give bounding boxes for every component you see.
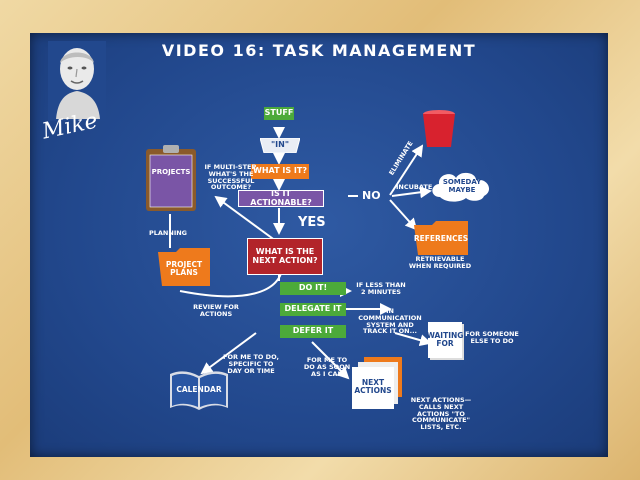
delegate-it-box: DELEGATE IT bbox=[280, 303, 346, 316]
note-planning: PLANNING bbox=[149, 229, 188, 237]
next-action-box: WHAT IS THE NEXT ACTION? bbox=[247, 238, 323, 275]
note-for-me-soon: FOR ME TO DO AS SOON AS I CAN bbox=[303, 356, 351, 378]
project-plans-label: PROJECT PLANS bbox=[165, 259, 203, 277]
projects-label: PROJECTS bbox=[151, 168, 191, 177]
someday-maybe-label: SOMEDAY MAYBE bbox=[442, 178, 482, 194]
is-it-actionable-box: IS IT ACTIONABLE? bbox=[238, 189, 324, 207]
note-incubate: INCUBATE bbox=[396, 183, 433, 191]
note-communication: IN COMMUNICATION SYSTEM AND TRACK IT ON.… bbox=[358, 307, 422, 336]
calendar-label: CALENDAR bbox=[176, 384, 222, 394]
note-for-someone: FOR SOMEONE ELSE TO DO bbox=[465, 330, 519, 345]
defer-it-box: DEFER IT bbox=[280, 325, 346, 338]
references-label: REFERENCES bbox=[413, 233, 469, 243]
note-retrievable: RETRIEVABLE WHEN REQUIRED bbox=[408, 255, 472, 270]
yes-label: YES bbox=[298, 215, 326, 230]
calendar-book: CALENDAR bbox=[168, 370, 230, 412]
do-it-box: DO IT! bbox=[280, 282, 346, 295]
in-label: "IN" bbox=[270, 140, 289, 150]
next-actions-label: NEXT ACTIONS bbox=[354, 377, 392, 395]
no-label: NO bbox=[362, 189, 381, 202]
note-less-than: IF LESS THAN 2 MINUTES bbox=[356, 281, 406, 296]
next-actions-stack: NEXT ACTIONS bbox=[352, 357, 404, 409]
note-for-me-specific: FOR ME TO DO, SPECIFIC TO DAY OR TIME bbox=[223, 353, 279, 375]
note-multi-step: IF MULTI-STEP, WHAT'S THE SUCCESSFUL OUT… bbox=[204, 163, 258, 192]
chalkboard: VIDEO 16: TASK MANAGEMENT bbox=[30, 33, 608, 457]
what-is-it-box: WHAT IS IT? bbox=[251, 164, 309, 179]
projects-clipboard: PROJECTS bbox=[146, 145, 196, 211]
note-review: REVIEW FOR ACTIONS bbox=[193, 303, 239, 318]
stuff-box: STUFF bbox=[264, 107, 294, 120]
waiting-for-sheet: WAITING FOR bbox=[426, 322, 464, 358]
presenter-photo bbox=[48, 41, 106, 121]
note-next-actions-calls: NEXT ACTIONS—CALLS NEXT ACTIONS "TO COMM… bbox=[410, 396, 472, 432]
waiting-for-label: WAITING FOR bbox=[426, 330, 464, 348]
in-tray: "IN" bbox=[259, 137, 301, 154]
references-folder: REFERENCES bbox=[414, 221, 468, 255]
page-title: VIDEO 16: TASK MANAGEMENT bbox=[161, 41, 477, 60]
project-plans-folder: PROJECT PLANS bbox=[158, 248, 210, 286]
someday-maybe-cloud: SOMEDAY MAYBE bbox=[430, 171, 494, 203]
trash-bucket-icon bbox=[422, 109, 456, 149]
